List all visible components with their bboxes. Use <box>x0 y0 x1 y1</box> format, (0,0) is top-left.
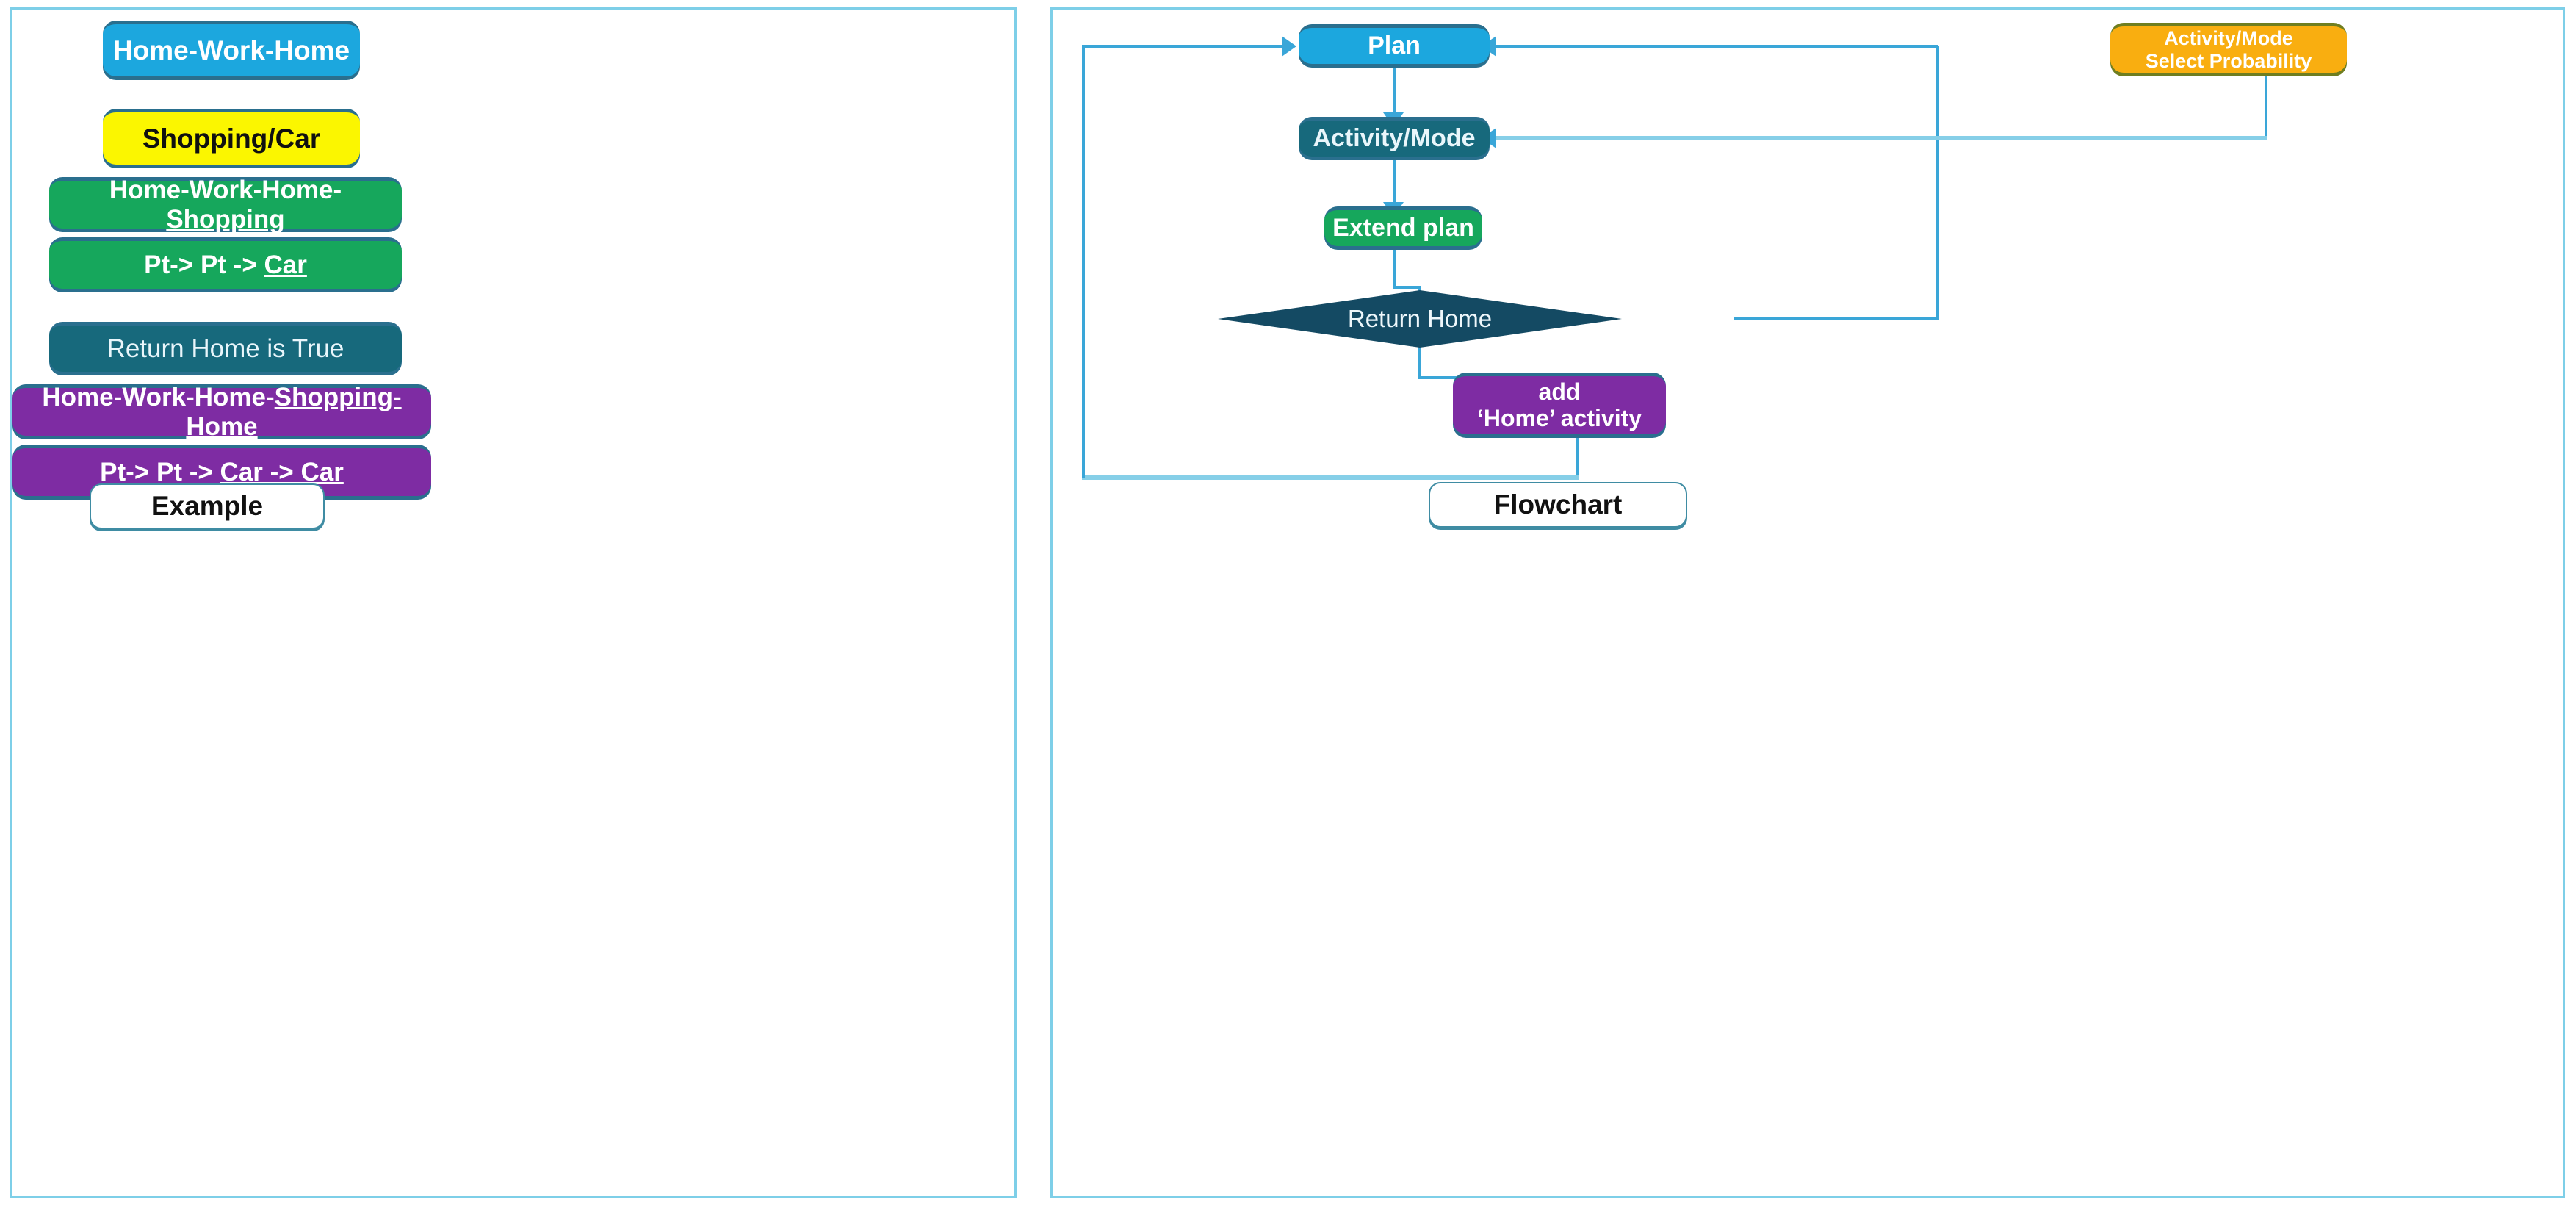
example-caption-box: Example <box>90 483 325 529</box>
flow-node-label: add ‘Home’ activity <box>1476 378 1642 431</box>
example-item-return-home-is-true: Return Home is True <box>49 322 402 372</box>
edge-add-to-plan-up <box>1082 45 1085 478</box>
example-item-home-work-home-shopping: Home-Work-Home-Shopping <box>49 176 402 234</box>
example-item-shopping-car: Shopping/Car <box>103 109 360 165</box>
example-item-label: Return Home is True <box>107 334 344 363</box>
flow-node-activity-mode: Activity/Mode <box>1299 117 1490 157</box>
edge-return-to-plan-up <box>1936 46 1939 320</box>
edge-add-to-plan-across <box>1082 475 1579 480</box>
edge-prob-to-activity-down <box>2265 73 2267 139</box>
example-item-pt-pt-car-car: Pt-> Pt -> Car -> Car <box>12 445 431 496</box>
example-item-underlined: Shopping <box>166 204 285 234</box>
flow-node-add-home-activity: add ‘Home’ activity <box>1453 373 1666 434</box>
flow-node-label: Plan <box>1368 32 1421 60</box>
example-item-label: Home-Work-Home <box>112 35 350 65</box>
edge-extend-to-return <box>1393 245 1396 289</box>
example-item-underlined: Car -> Car <box>220 457 344 486</box>
edge-return-to-add-down <box>1418 344 1421 379</box>
example-item-pt-pt-car: Pt-> Pt -> Car <box>49 237 402 289</box>
edge-prob-to-activity-across <box>1495 136 2267 140</box>
example-item-label: Home-Work-Home- <box>42 383 275 412</box>
flowchart-panel: Plan Activity/Mode Extend plan Return Ho… <box>1050 7 2565 1198</box>
example-item-underlined: Shopping-Home <box>186 383 402 441</box>
flow-node-label: Extend plan <box>1332 214 1474 242</box>
flowchart-caption-label: Flowchart <box>1493 489 1623 520</box>
edge-activity-to-extend <box>1393 157 1396 209</box>
flow-node-plan: Plan <box>1299 24 1490 64</box>
flowchart-caption-box: Flowchart <box>1429 482 1687 528</box>
flow-node-label: Activity/Mode <box>1313 124 1476 153</box>
edge-add-to-plan-arrowhead <box>1282 36 1296 57</box>
flow-node-return-home: Return Home <box>1218 290 1622 348</box>
example-panel: Home-Work-Home Shopping/Car Home-Work-Ho… <box>10 7 1017 1198</box>
example-item-home-work-home: Home-Work-Home <box>103 21 360 76</box>
flow-node-select-probability: Activity/Mode Select Probability <box>2110 23 2347 73</box>
edge-return-to-plan-tip <box>1734 317 1939 320</box>
flow-node-extend-plan: Extend plan <box>1324 206 1482 246</box>
example-item-home-work-home-shopping-home: Home-Work-Home-Shopping-Home <box>12 383 431 441</box>
example-item-label: Pt-> Pt -> <box>100 457 220 486</box>
example-item-label: Pt-> Pt -> <box>144 250 264 279</box>
example-item-label: Shopping/Car <box>142 123 321 154</box>
example-item-label: Home-Work-Home- <box>109 176 342 205</box>
edge-add-to-plan-down <box>1576 434 1579 478</box>
diamond-shape <box>1218 290 1622 348</box>
flow-node-label: Activity/Mode Select Probability <box>2145 27 2312 72</box>
example-caption-label: Example <box>151 491 264 522</box>
edge-add-to-plan-into <box>1082 45 1288 48</box>
edge-extend-to-return-jog <box>1393 286 1421 289</box>
example-item-underlined: Car <box>264 250 307 279</box>
edge-plan-to-activity <box>1393 64 1396 120</box>
edge-return-to-plan-into <box>1493 45 1938 48</box>
